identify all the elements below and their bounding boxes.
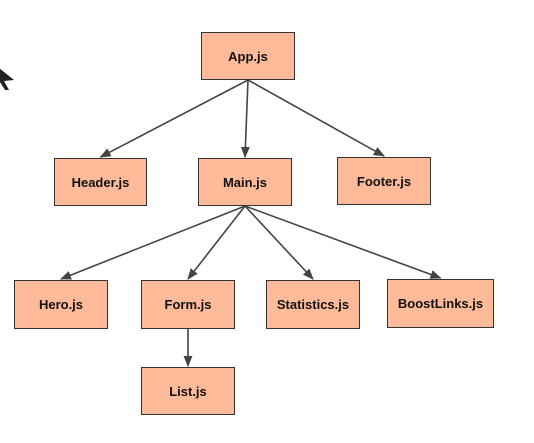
edge-main-to-form — [187, 205, 246, 280]
node-list: List.js — [141, 367, 235, 415]
node-main: Main.js — [198, 158, 292, 206]
edge-main-to-hero — [59, 205, 246, 280]
node-boostlinks: BoostLinks.js — [387, 279, 494, 328]
node-header: Header.js — [54, 158, 147, 206]
edge-main-to-boostlinks — [244, 205, 442, 279]
edge-app-to-footer — [247, 79, 385, 157]
edge-app-to-main — [240, 79, 250, 159]
node-footer: Footer.js — [337, 157, 431, 205]
node-statistics: Statistics.js — [266, 280, 360, 329]
edge-main-to-statistics — [244, 205, 314, 280]
node-hero: Hero.js — [14, 280, 108, 329]
node-form: Form.js — [141, 280, 235, 329]
mouse-pointer-icon — [0, 68, 14, 90]
edge-app-to-header — [99, 79, 249, 158]
node-app: App.js — [201, 32, 295, 80]
